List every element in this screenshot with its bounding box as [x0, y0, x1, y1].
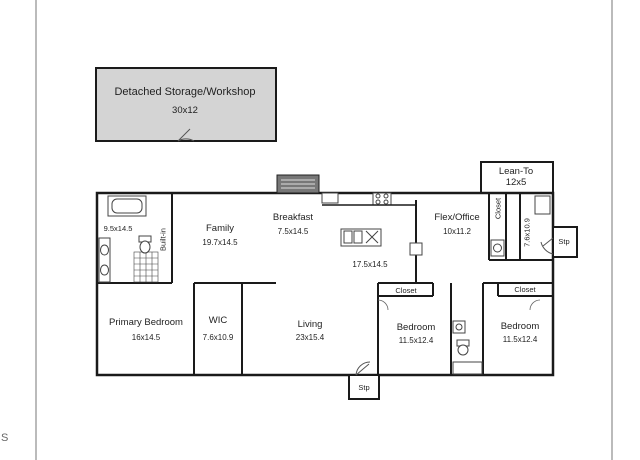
door-swing-icon — [540, 237, 554, 255]
front-step — [348, 374, 380, 400]
laundry-fixtures — [490, 195, 551, 257]
lean-to-size: 12x5 — [505, 177, 527, 188]
range-icon — [321, 192, 423, 256]
front-step-label: Stp — [358, 383, 370, 392]
side-step-label: Stp — [558, 237, 570, 246]
shower-icon — [133, 251, 159, 283]
interior-walls — [97, 193, 553, 375]
door-swing-icon — [355, 361, 371, 376]
living-label: Living — [297, 319, 323, 330]
side-step — [552, 226, 578, 258]
fireplace-icon — [276, 174, 320, 194]
wic-label: WIC — [208, 315, 228, 326]
door-swing-icon — [177, 128, 195, 142]
breakfast-size: 7.5x14.5 — [277, 227, 309, 236]
closet-b2-label: Closet — [395, 286, 417, 295]
flex-size: 10x11.2 — [443, 227, 471, 236]
primary-size: 16x14.5 — [131, 333, 161, 342]
edge-text: S — [1, 432, 9, 444]
flex-label: Flex/Office — [434, 212, 480, 223]
closet-b3-label: Closet — [514, 285, 536, 294]
storage-size: 30x12 — [172, 105, 198, 116]
bedroom3-size: 11.5x12.4 — [502, 335, 538, 344]
bedroom2-size: 11.5x12.4 — [398, 336, 434, 345]
hall-bath-fixtures — [452, 320, 483, 375]
closet-flex-label: Closet — [493, 197, 503, 220]
bedroom3-label: Bedroom — [500, 321, 540, 332]
toilet-icon — [138, 235, 152, 254]
laundry-size: 7.6x10.9 — [522, 218, 532, 247]
breakfast-label: Breakfast — [272, 212, 314, 223]
wic-size: 7.6x10.9 — [202, 333, 234, 342]
family-label: Family — [206, 223, 234, 234]
storage-label: Detached Storage/Workshop — [114, 86, 256, 98]
builtin-label: Built-in — [158, 228, 168, 251]
primary-label: Primary Bedroom — [109, 317, 183, 328]
sink-icon — [98, 237, 111, 283]
detached-storage — [95, 67, 277, 142]
living-size: 23x15.4 — [295, 333, 325, 342]
bedroom2-label: Bedroom — [396, 322, 436, 333]
bath-size: 9.5x14.5 — [103, 224, 133, 233]
bathtub-icon — [107, 195, 147, 217]
family-size: 19.7x14.5 — [202, 238, 238, 247]
kitchen-size: 17.5x14.5 — [352, 260, 388, 269]
door-swing-icon — [377, 299, 541, 311]
lean-to-label: Lean-To — [498, 166, 534, 177]
